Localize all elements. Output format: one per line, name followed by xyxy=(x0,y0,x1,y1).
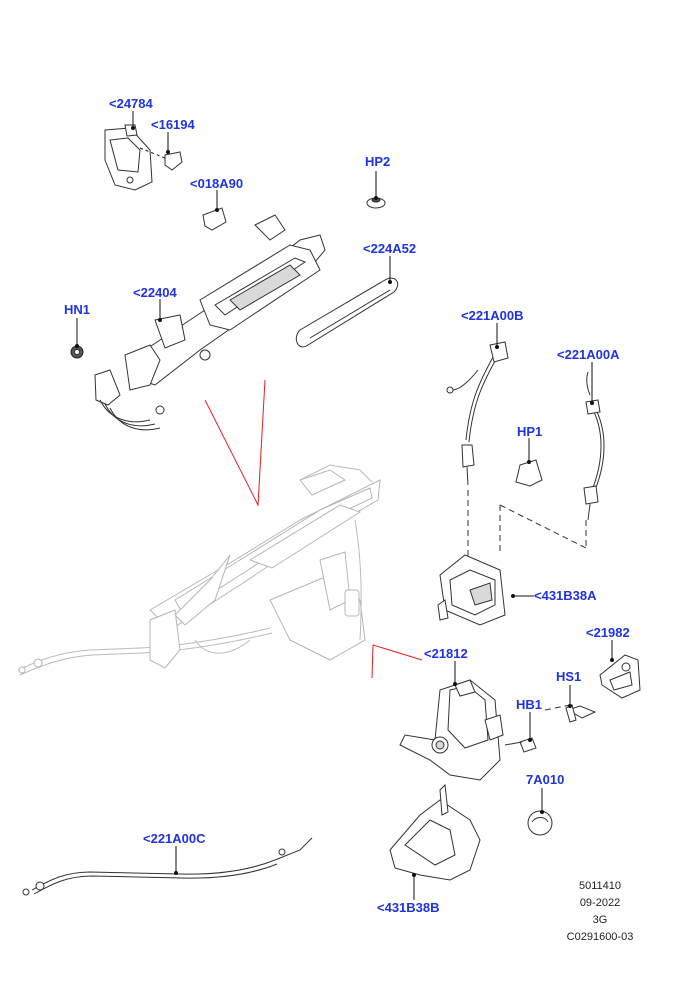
indicator-lines xyxy=(204,379,423,679)
callout-018A90: <018A90 xyxy=(190,176,244,191)
part-21982-striker xyxy=(599,654,641,699)
callout-7A010: 7A010 xyxy=(526,772,565,787)
callout-21812: <21812 xyxy=(424,646,468,661)
callout-16194: <16194 xyxy=(151,117,195,132)
footer-line-3: 3G xyxy=(592,914,608,926)
callout-HP1: HP1 xyxy=(517,424,543,439)
part-21812-latch xyxy=(399,679,504,781)
callout-221A00B: <221A00B xyxy=(461,308,524,323)
part-431B38B-shield xyxy=(389,783,481,881)
assembly-guide-lines xyxy=(467,490,587,711)
callout-221A00A: <221A00A xyxy=(557,347,620,362)
part-24784-bracket xyxy=(104,124,153,191)
callout-HP2: HP2 xyxy=(365,154,391,169)
part-018A90-grommet xyxy=(202,207,227,231)
footer-line-1: 5011410 xyxy=(578,880,621,892)
leader-lines xyxy=(75,111,614,900)
part-HP1-cap xyxy=(515,459,543,487)
part-224A52-trim-strip xyxy=(295,277,399,348)
footer-line-2: 09-2022 xyxy=(579,897,621,909)
callout-431B38A: <431B38A xyxy=(534,588,597,603)
ghost-door-handle-assembly xyxy=(17,464,381,676)
callout-21982: <21982 xyxy=(586,625,630,640)
callout-22404: <22404 xyxy=(133,285,177,300)
part-HS1-screw xyxy=(565,704,597,723)
callout-24784: <24784 xyxy=(109,96,153,111)
part-HN1-nut xyxy=(70,345,84,359)
part-7A010-grommet xyxy=(527,810,553,836)
callout-HB1: HB1 xyxy=(516,697,543,712)
part-221A00A-cable xyxy=(583,371,605,521)
footer-line-4: C0291600-03 xyxy=(566,931,634,943)
callout-HS1: HS1 xyxy=(556,669,582,684)
part-431B38A-shield xyxy=(437,554,506,626)
callout-HN1: HN1 xyxy=(64,302,91,317)
part-16194-clip xyxy=(139,147,183,171)
callout-224A52: <224A52 xyxy=(363,241,417,256)
callout-221A00C: <221A00C xyxy=(143,831,206,846)
part-221A00C-cable xyxy=(22,837,313,896)
callout-431B38B: <431B38B xyxy=(377,900,440,915)
part-HB1-bolt xyxy=(504,737,537,753)
part-22404-handle-mechanism xyxy=(94,214,326,431)
part-221A00B-cable xyxy=(446,341,509,486)
